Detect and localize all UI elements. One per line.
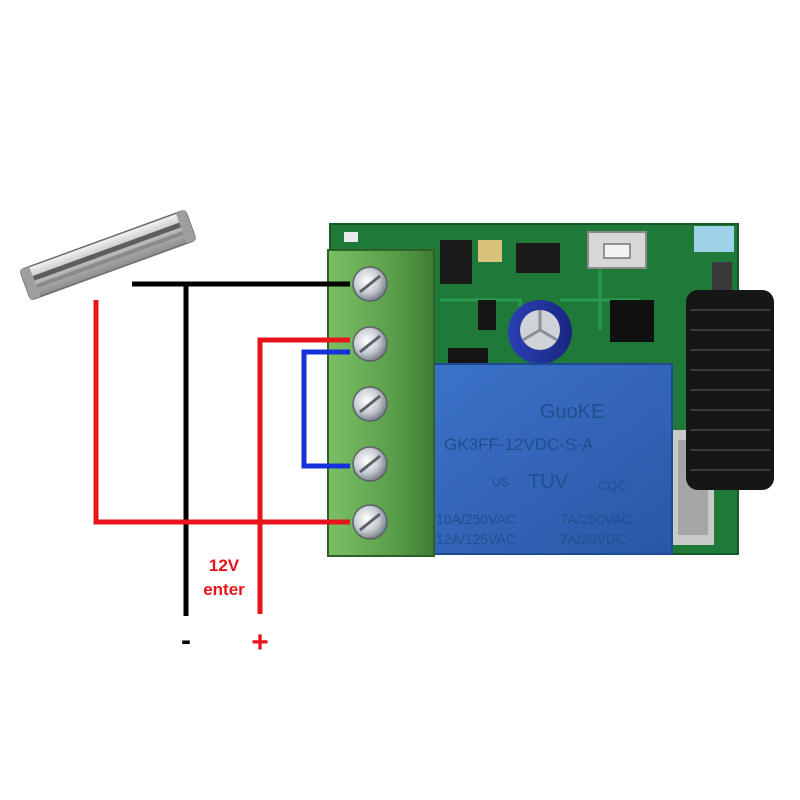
terminal-block <box>327 249 435 557</box>
magnetic-lock <box>19 209 197 301</box>
terminal-2 <box>352 326 388 362</box>
relay-rating-2: 12A/125VAC <box>436 531 516 547</box>
terminal-5 <box>352 504 388 540</box>
wire-black <box>132 281 350 616</box>
relay-cqc: CQC <box>598 478 627 493</box>
relay: GuoKE GK3FF-12VDC-S-A US TUV CQC 10A/250… <box>421 363 673 555</box>
ic-chip <box>440 240 472 284</box>
relay-tuv: TUV <box>528 471 569 493</box>
wires <box>93 281 350 616</box>
supply-label-enter: enter <box>203 580 245 599</box>
antenna-coil <box>686 262 774 490</box>
wire-blue-jumper <box>301 349 350 469</box>
wire-red-lock <box>93 300 350 525</box>
positive-symbol: + <box>251 626 269 659</box>
relay-model: GK3FF-12VDC-S-A <box>444 435 594 454</box>
terminal-4 <box>352 446 388 482</box>
negative-symbol: - <box>181 624 191 657</box>
relay-brand: GuoKE <box>540 401 604 423</box>
relay-rating-3: 7A/250VAC <box>560 511 632 527</box>
supply-label-12v: 12V <box>209 556 240 575</box>
terminal-1 <box>352 266 388 302</box>
voltage-regulator <box>516 243 560 273</box>
relay-ul-mark: US <box>492 475 509 489</box>
terminal-3 <box>352 386 388 422</box>
relay-rating-4: 7A/28VDC <box>560 531 626 547</box>
relay-rating-1: 10A/250VAC <box>436 511 516 527</box>
